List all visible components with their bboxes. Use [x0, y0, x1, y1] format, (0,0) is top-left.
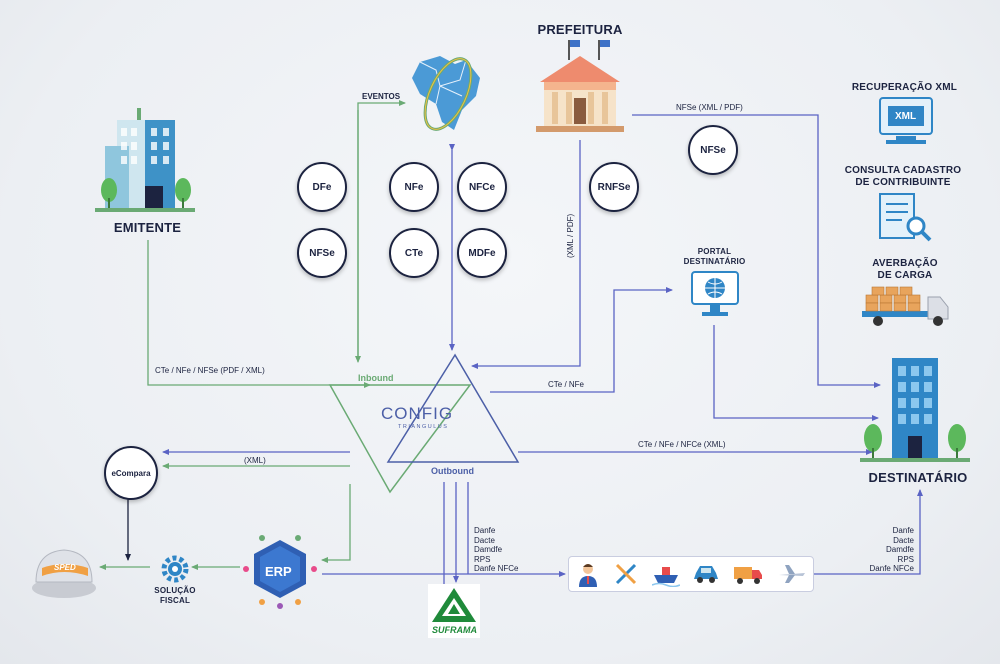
config-logo: CONFIG — [381, 404, 454, 423]
xml-monitor-icon — [879, 97, 933, 144]
dest-docs-list: Danfe Dacte Damdfe RPS Danfe NFCe — [862, 526, 914, 574]
destinatario-building-icon — [860, 358, 970, 462]
cte-circle: CTe — [389, 228, 439, 278]
sped-icon — [32, 549, 96, 598]
outbound-doc-item: Damdfe — [474, 545, 503, 554]
averbacao-carga-title-2: DE CARGA — [877, 270, 933, 281]
nfse-circle: NFSe — [297, 228, 347, 278]
tools-icon — [616, 563, 637, 585]
ship-icon — [651, 567, 680, 587]
ecompara-circle: eCompara — [104, 446, 158, 500]
erp-label: ERP — [265, 564, 292, 579]
truck-icon — [862, 286, 949, 326]
outbound-doc-item: Danfe — [474, 526, 496, 535]
outbound-label: Outbound — [431, 466, 474, 476]
dest-flow-label: CTe / NFe / NFCe (XML) — [638, 440, 726, 449]
emitente-building-icon — [95, 108, 195, 212]
portal-destinatario-title-2: DESTINATÁRIO — [683, 257, 746, 266]
outbound-doc-item: Dacte — [474, 535, 495, 545]
averbacao-carga-title-1: AVERBAÇÃO — [872, 258, 938, 269]
xml-pdf-label: (XML / PDF) — [566, 213, 575, 258]
cte-nfe-label: CTe / NFe — [548, 380, 585, 389]
solucao-fiscal-title-2: FISCAL — [159, 596, 191, 605]
inbound-triangle — [328, 384, 472, 494]
dest-doc-item: Dacte — [893, 535, 914, 545]
person-icon — [579, 564, 598, 587]
nfse-xml-pdf-label: NFSe (XML / PDF) — [676, 103, 743, 112]
gear-icon — [161, 555, 189, 583]
dest-doc-item: RPS — [897, 554, 914, 564]
outbound-triangle — [386, 353, 520, 463]
brazil-map-icon — [412, 56, 480, 131]
emitente-flow-label: CTe / NFe / NFSe (PDF / XML) — [155, 366, 265, 375]
document-search-icon — [879, 193, 932, 242]
sped-text: SPED — [54, 563, 76, 572]
mdfe-circle: MDFe — [457, 228, 507, 278]
rnfse-circle: RNFSe — [589, 162, 639, 212]
recuperacao-xml-title: RECUPERAÇÃO XML — [851, 82, 958, 93]
config-subtitle: TRIANGULUS — [398, 424, 449, 430]
consulta-cadastro-title-2: DE CONTRIBUINTE — [855, 177, 951, 188]
dfe-circle: DFe — [297, 162, 347, 212]
inbound-label: Inbound — [358, 373, 394, 383]
emitente-title: EMITENTE — [113, 220, 182, 235]
xml-icon-text: XML — [895, 111, 917, 122]
ecompara-label: eCompara — [111, 468, 151, 478]
prefeitura-building-icon — [536, 40, 624, 132]
airplane-icon — [778, 565, 805, 583]
consulta-cadastro-title-1: CONSULTA CADASTRO — [844, 165, 962, 176]
erp-gear-icon — [243, 535, 317, 609]
eventos-label: EVENTOS — [362, 92, 401, 101]
prefeitura-title: PREFEITURA — [537, 22, 623, 37]
suframa-label: SUFRAMA — [432, 625, 477, 635]
outbound-doc-item: RPS — [474, 554, 491, 564]
outbound-docs-list: Danfe Dacte Damdfe RPS Danfe NFCe — [474, 526, 518, 574]
portal-monitor-icon — [691, 271, 739, 316]
outbound-doc-item: Danfe NFCe — [474, 564, 519, 573]
xml-label: (XML) — [244, 456, 266, 465]
dest-doc-item: Danfe NFCe — [869, 564, 914, 573]
car-icon — [694, 566, 719, 583]
nfce-circle: NFCe — [457, 162, 507, 212]
delivery-truck-icon — [734, 567, 763, 584]
dest-doc-item: Danfe — [892, 526, 914, 535]
destinatario-title: DESTINATÁRIO — [868, 470, 968, 485]
nfe-circle: NFe — [389, 162, 439, 212]
suframa-logo-icon — [428, 584, 480, 638]
transport-icons-bar — [568, 556, 814, 592]
dest-doc-item: Damdfe — [885, 545, 914, 554]
nfse-prefeitura-circle: NFSe — [688, 125, 738, 175]
solucao-fiscal-title-1: SOLUÇÃO — [154, 586, 196, 595]
portal-destinatario-title-1: PORTAL — [697, 247, 732, 256]
